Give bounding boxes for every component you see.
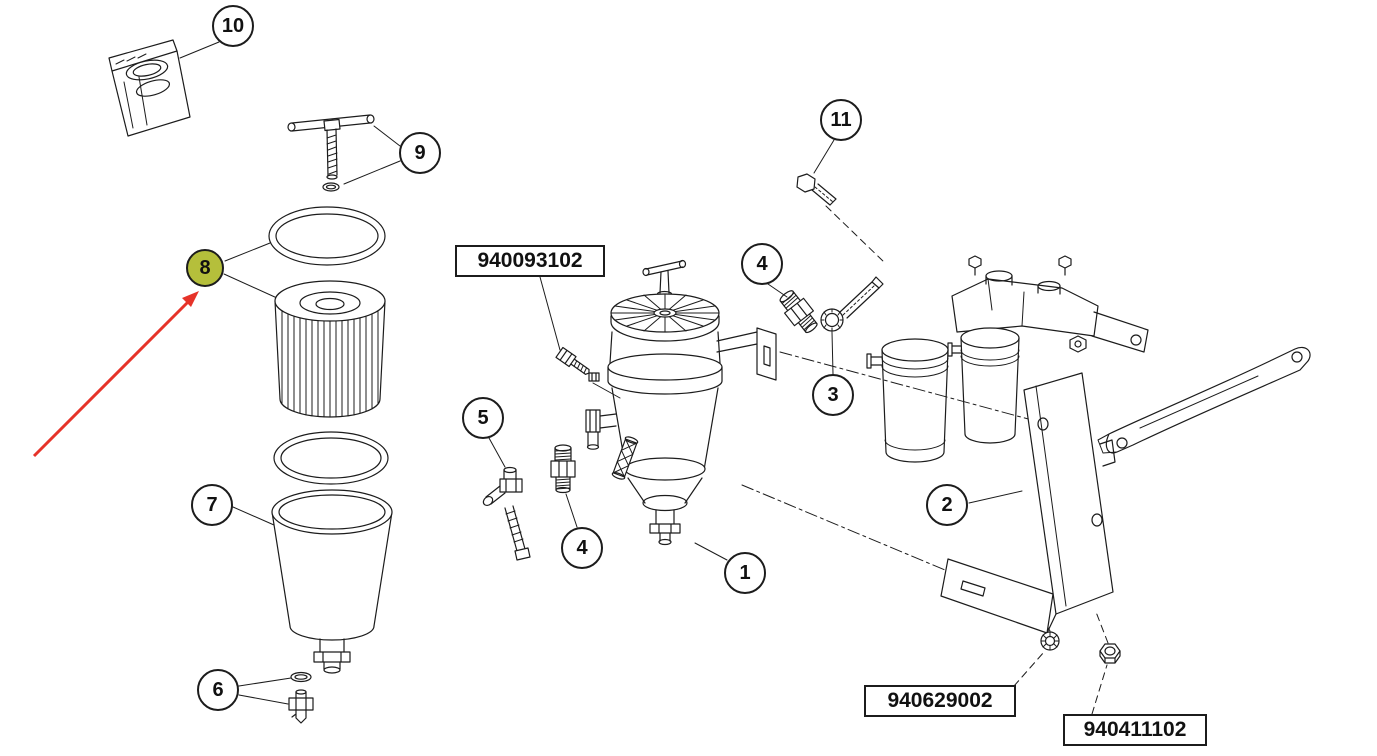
nut-drawing — [1099, 643, 1121, 664]
callout-7[interactable]: 7 — [191, 484, 233, 526]
callout-1[interactable]: 1 — [724, 552, 766, 594]
callout-11[interactable]: 11 — [820, 99, 862, 141]
callout-5[interactable]: 5 — [462, 397, 504, 439]
callout-8-highlighted[interactable]: 8 — [186, 249, 224, 287]
o-ring-bottom-drawing — [273, 431, 389, 485]
part-label-lock-washer[interactable]: 940629002 — [864, 685, 1016, 717]
callout-4-lower[interactable]: 4 — [561, 527, 603, 569]
part-label-nut[interactable]: 940411102 — [1063, 714, 1207, 746]
lock-washer-drawing — [1040, 631, 1060, 651]
banjo-bolt-drawing — [504, 505, 531, 561]
clamp-screw-drawing — [555, 346, 590, 375]
callout-3[interactable]: 3 — [812, 374, 854, 416]
t-handle-drawing — [287, 114, 375, 192]
callout-10[interactable]: 10 — [212, 5, 254, 47]
callout-6[interactable]: 6 — [197, 669, 239, 711]
callout-9[interactable]: 9 — [399, 132, 441, 174]
leader-lines — [179, 41, 1023, 705]
filter-head-assembly-drawing — [866, 255, 1149, 463]
alignment-dashed-lines — [741, 205, 1109, 715]
drain-plug-drawing — [288, 671, 314, 724]
o-ring-top-drawing — [268, 206, 386, 266]
seal-bag-drawing — [108, 39, 191, 137]
plug-drawing — [820, 276, 884, 332]
callout-2[interactable]: 2 — [926, 484, 968, 526]
part-label-clamp-screw[interactable]: 940093102 — [455, 245, 605, 277]
bolt-drawing — [796, 173, 837, 206]
bowl-drawing — [271, 489, 393, 674]
nipple-fitting-lower-drawing — [550, 444, 576, 494]
elbow-fitting-drawing — [482, 466, 523, 507]
nipple-fitting-upper-drawing — [779, 290, 818, 334]
lever-arm-drawing — [1097, 346, 1311, 454]
red-arrow — [32, 291, 199, 458]
mounting-bracket-drawing — [940, 372, 1116, 634]
separator-assembly-drawing — [585, 259, 777, 546]
callout-4-upper[interactable]: 4 — [741, 243, 783, 285]
filter-element-drawing — [274, 280, 386, 418]
